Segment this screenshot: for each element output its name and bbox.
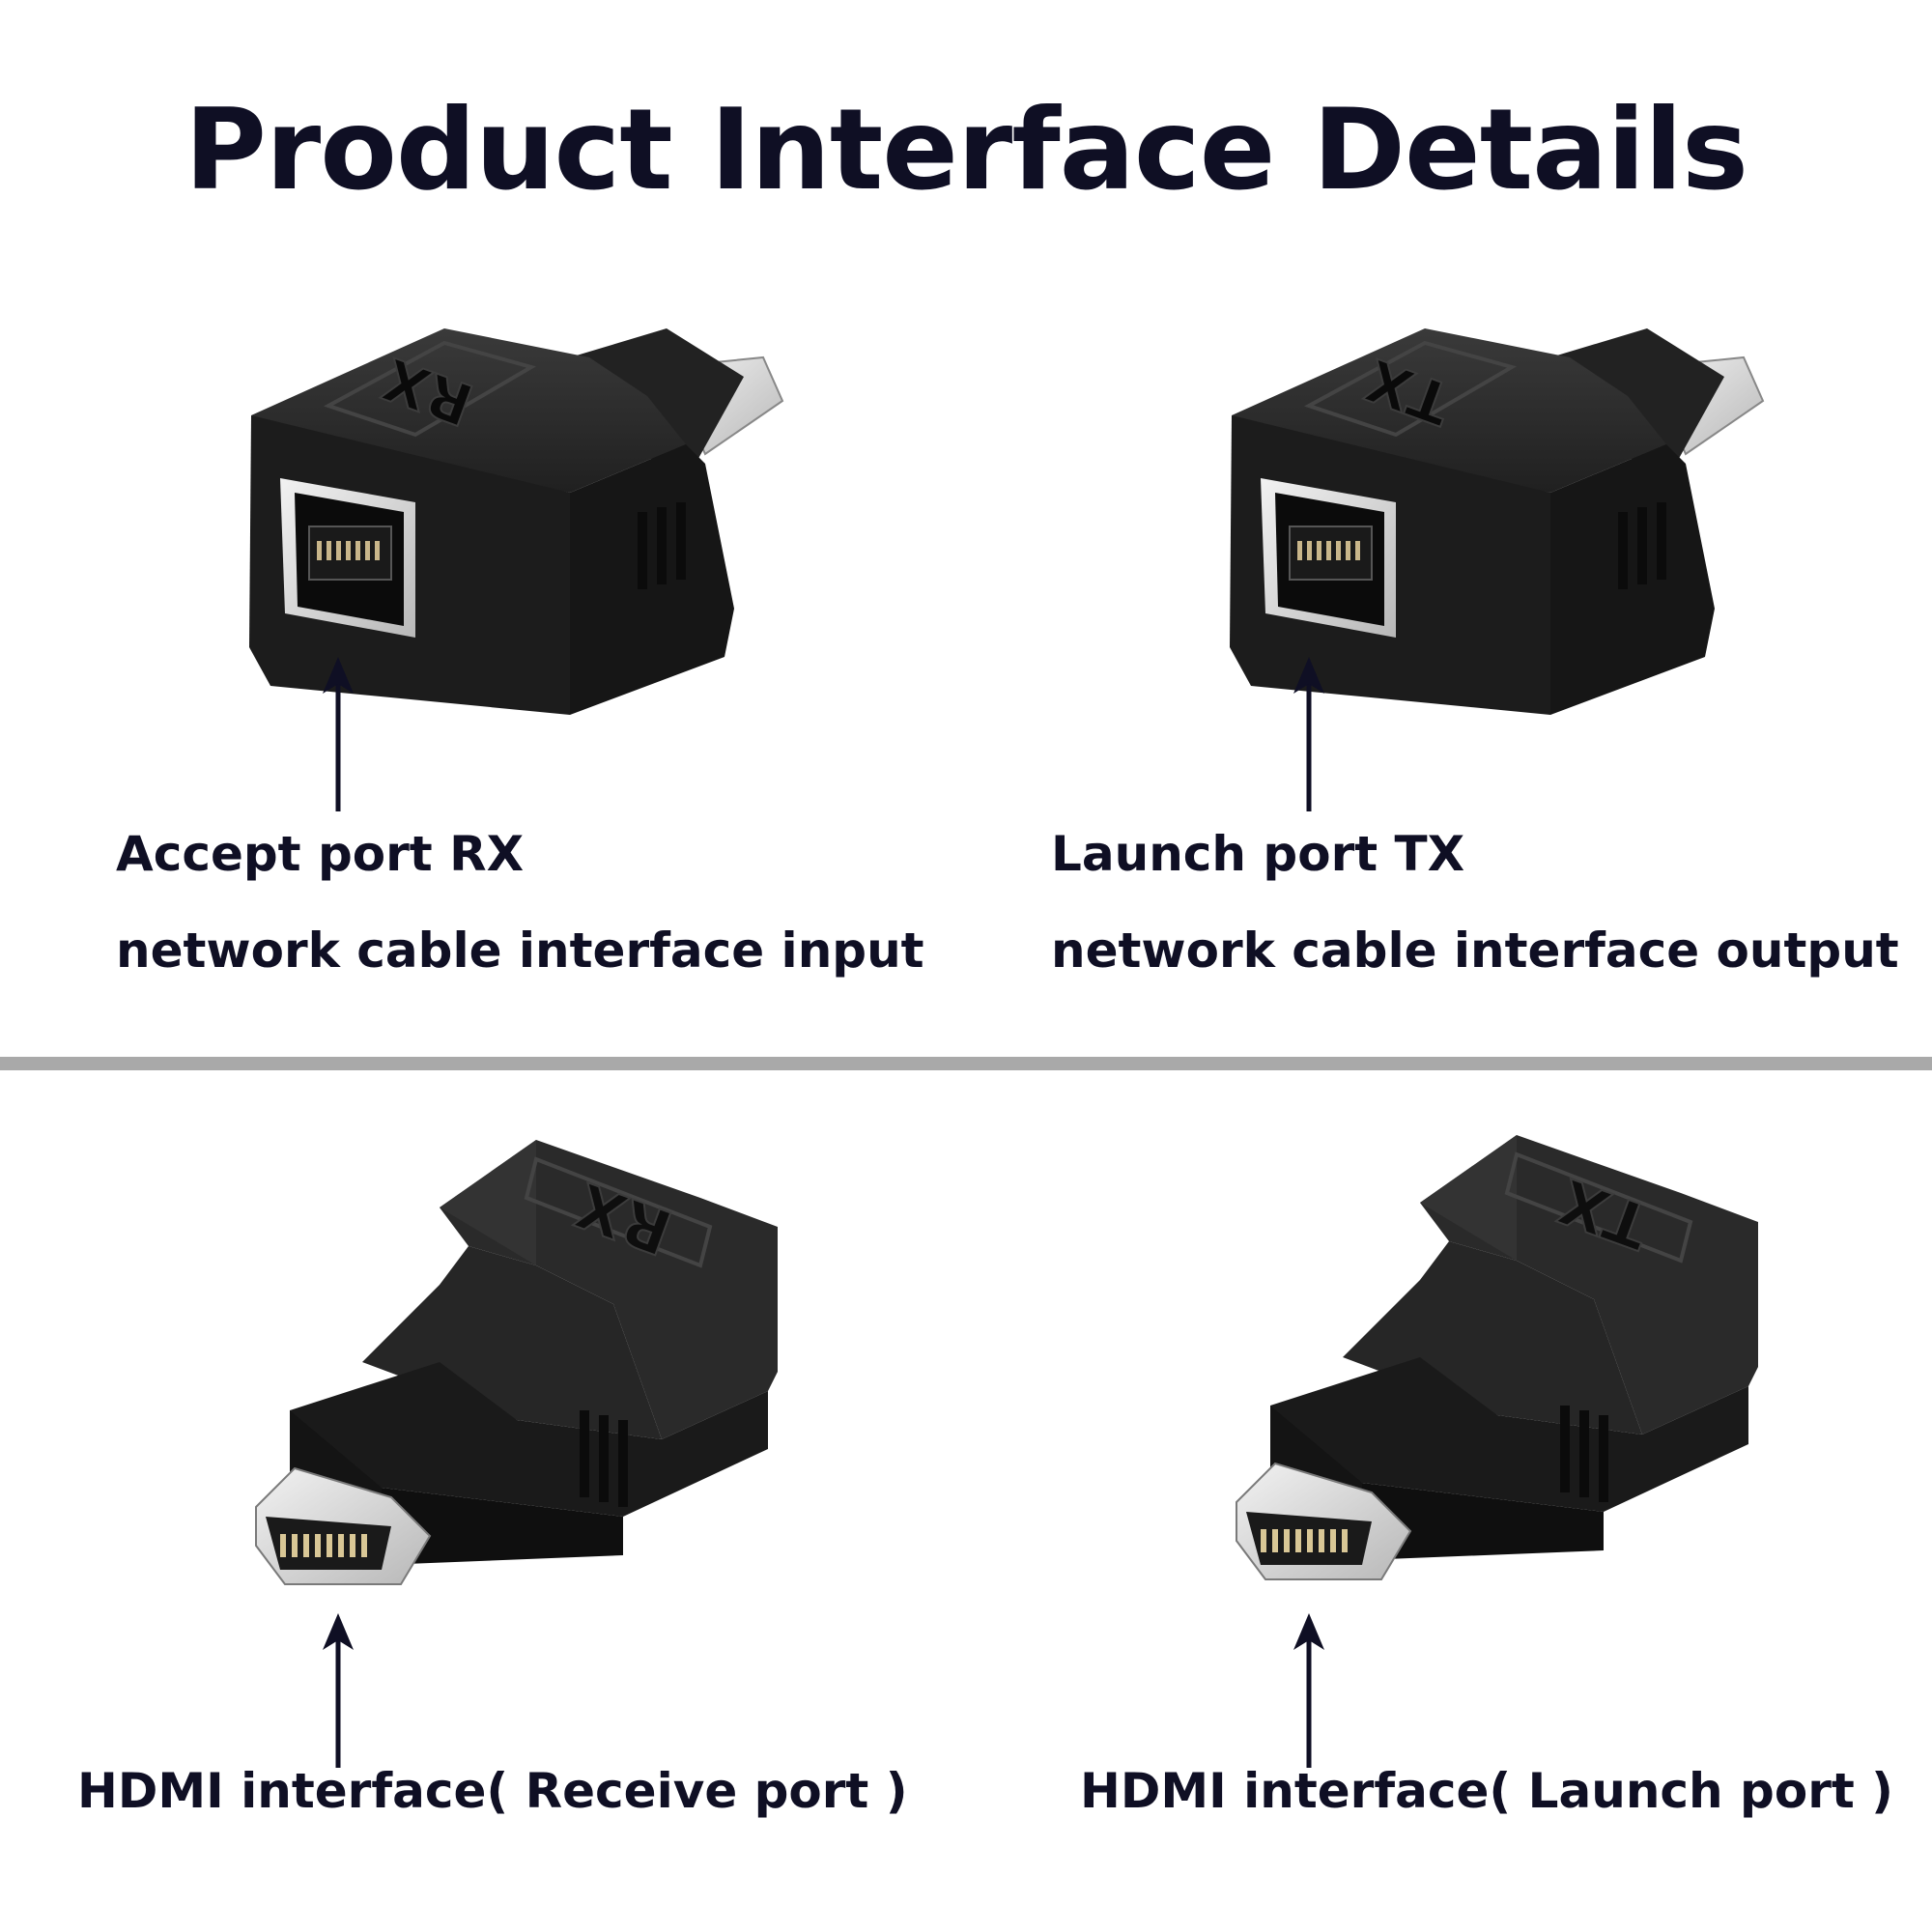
rx-hdmi-label: HDMI interface( Receive port ) <box>77 1763 908 1819</box>
tx-rj45-adapter-image: TX <box>1230 328 1765 715</box>
tx-hdmi-label: HDMI interface( Launch port ) <box>1080 1763 1894 1819</box>
up-arrow-icon <box>323 1613 354 1768</box>
rx-hdmi-adapter-image: RX <box>255 1140 778 1585</box>
tx-hdmi-adapter-image: TX <box>1236 1135 1758 1580</box>
section-divider <box>0 1057 1932 1070</box>
rx-port-label: Accept port RX <box>116 826 525 882</box>
page-title: Product Interface Details <box>184 85 1748 215</box>
rx-rj45-adapter-image: RX <box>249 328 784 715</box>
up-arrow-icon <box>323 657 354 811</box>
tx-port-label: Launch port TX <box>1051 826 1465 882</box>
tx-port-description: network cable interface output <box>1051 923 1899 979</box>
up-arrow-icon <box>1293 1613 1324 1768</box>
rx-port-description: network cable interface input <box>116 923 924 979</box>
up-arrow-icon <box>1293 657 1324 811</box>
